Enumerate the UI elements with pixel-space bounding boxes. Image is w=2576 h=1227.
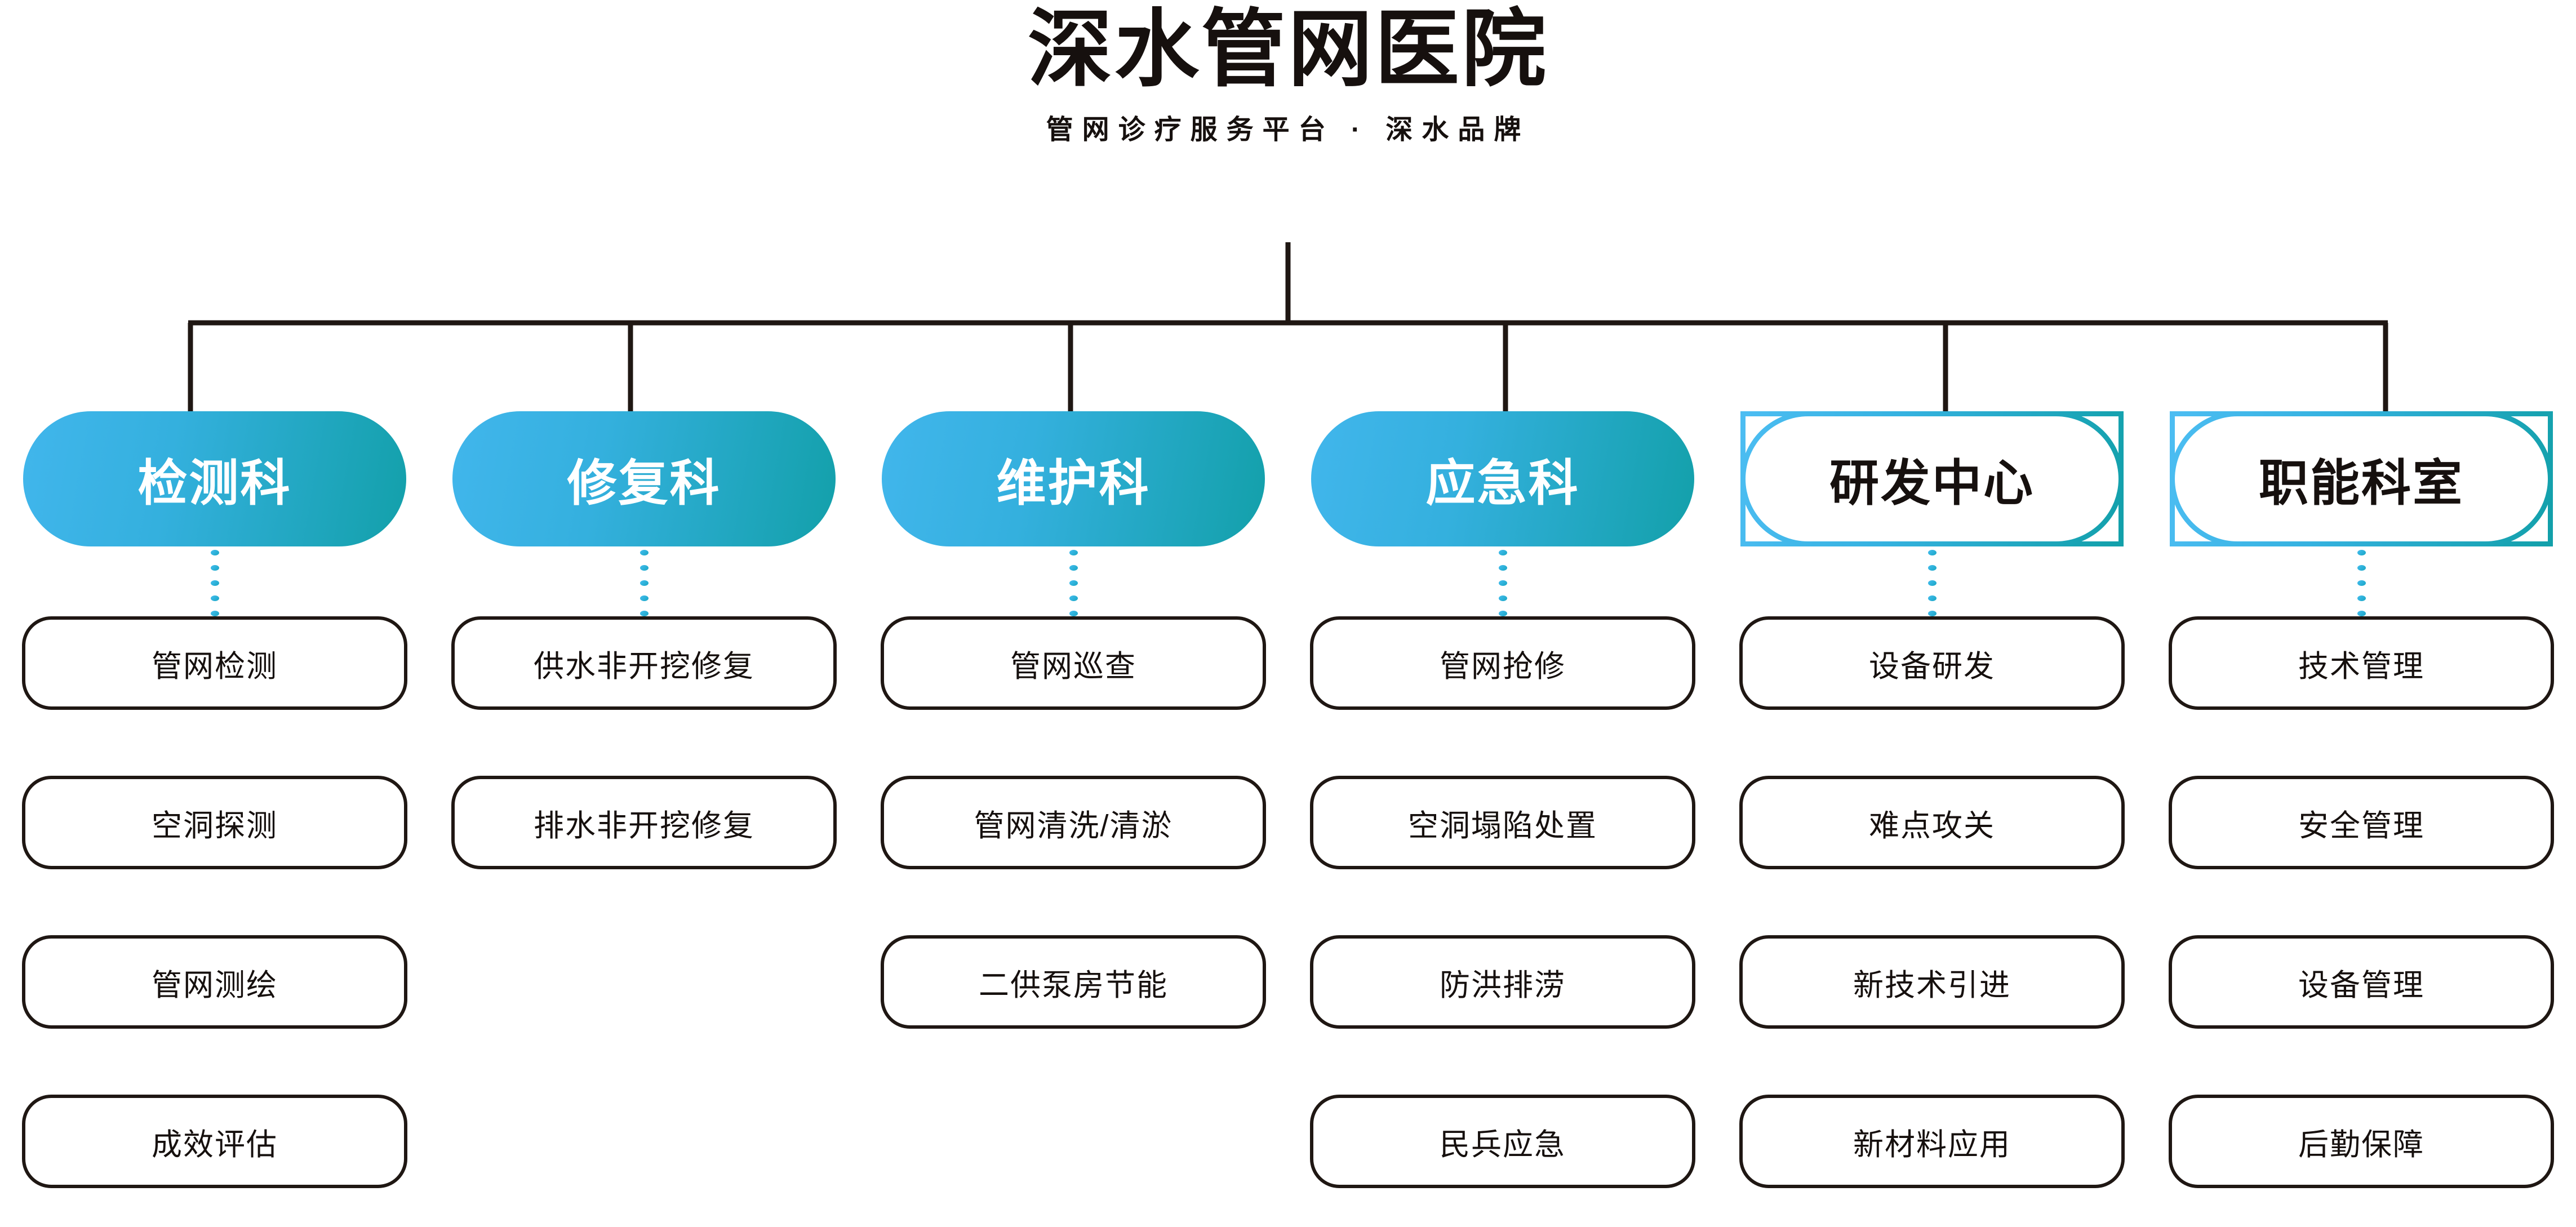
service-item[interactable]: 民兵应急 (1310, 1095, 1695, 1188)
department-column: 应急科管网抢修空洞塌陷处置防洪排涝民兵应急 (1288, 411, 1717, 1188)
connector-dot-icon (210, 595, 219, 601)
service-list: 设备研发难点攻关新技术引进新材料应用 (1739, 616, 2125, 1188)
department-pill[interactable]: 检测科 (23, 411, 406, 546)
department-pill[interactable]: 维护科 (882, 411, 1265, 546)
connector-dot-icon (2357, 565, 2366, 571)
connector-dot-icon (639, 550, 649, 555)
department-column: 修复科供水非开挖修复排水非开挖修复 (429, 411, 859, 1188)
service-item[interactable]: 排水非开挖修复 (451, 776, 837, 869)
service-item[interactable]: 管网清洗/清淤 (881, 776, 1266, 869)
service-item[interactable]: 技术管理 (2169, 616, 2554, 710)
service-item[interactable]: 管网抢修 (1310, 616, 1695, 710)
department-label: 维护科 (996, 455, 1151, 511)
connector-dot-icon (1069, 550, 1078, 555)
service-item[interactable]: 新材料应用 (1739, 1095, 2125, 1188)
service-item[interactable]: 设备管理 (2169, 935, 2554, 1029)
connector-dot-icon (1498, 565, 1507, 571)
service-item[interactable]: 二供泵房节能 (881, 935, 1266, 1029)
service-item[interactable]: 空洞探测 (22, 776, 407, 869)
connector-dot-icon (639, 611, 649, 616)
service-item[interactable]: 安全管理 (2169, 776, 2554, 869)
connector-dot-icon (1927, 611, 1937, 616)
page-title: 深水管网医院 (1027, 2, 1548, 96)
connector-dot-icon (1498, 611, 1507, 616)
service-item[interactable]: 防洪排涝 (1310, 935, 1695, 1029)
department-column: 职能科室技术管理安全管理设备管理后勤保障 (2147, 411, 2576, 1188)
department-pill[interactable]: 修复科 (452, 411, 836, 546)
connector-dot-icon (210, 565, 219, 571)
service-item[interactable]: 难点攻关 (1739, 776, 2125, 869)
dotted-connector (210, 546, 219, 616)
service-item[interactable]: 管网巡查 (881, 616, 1266, 710)
dotted-connector (639, 546, 649, 616)
dotted-connector (1927, 546, 1937, 616)
connector-dot-icon (210, 550, 219, 555)
service-item[interactable]: 供水非开挖修复 (451, 616, 837, 710)
connector-dot-icon (1498, 550, 1507, 555)
department-column: 维护科管网巡查管网清洗/清淤二供泵房节能 (859, 411, 1288, 1188)
connector-dot-icon (1927, 595, 1937, 601)
connector-dot-icon (210, 611, 219, 616)
department-label: 职能科室 (2258, 455, 2464, 511)
department-label: 检测科 (137, 455, 292, 511)
connector-dot-icon (1927, 580, 1937, 586)
connector-dot-icon (1069, 611, 1078, 616)
service-item[interactable]: 管网测绘 (22, 935, 407, 1029)
connector-dot-icon (1498, 595, 1507, 601)
service-list: 管网检测空洞探测管网测绘成效评估 (22, 616, 407, 1188)
page-subtitle: 管网诊疗服务平台 · 深水品牌 (1046, 115, 1530, 145)
connector-dot-icon (210, 580, 219, 586)
department-label: 研发中心 (1829, 455, 2035, 511)
department-pill[interactable]: 研发中心 (1740, 411, 2124, 546)
connector-dot-icon (1927, 565, 1937, 571)
service-item[interactable]: 管网检测 (22, 616, 407, 710)
dotted-connector (1498, 546, 1507, 616)
department-pill[interactable]: 应急科 (1311, 411, 1694, 546)
department-pill[interactable]: 职能科室 (2170, 411, 2553, 546)
department-label: 应急科 (1425, 455, 1580, 511)
department-label: 修复科 (567, 455, 721, 511)
page-header: 深水管网医院 管网诊疗服务平台 · 深水品牌 (0, 0, 2576, 146)
service-list: 管网抢修空洞塌陷处置防洪排涝民兵应急 (1310, 616, 1695, 1188)
service-list: 技术管理安全管理设备管理后勤保障 (2169, 616, 2554, 1188)
dotted-connector (2357, 546, 2366, 616)
department-columns: 检测科管网检测空洞探测管网测绘成效评估修复科供水非开挖修复排水非开挖修复维护科管… (0, 411, 2576, 1188)
connector-dot-icon (639, 580, 649, 586)
connector-dot-icon (639, 565, 649, 571)
connector-dot-icon (2357, 550, 2366, 555)
service-item[interactable]: 设备研发 (1739, 616, 2125, 710)
connector-dot-icon (1069, 595, 1078, 601)
connector-dot-icon (1927, 550, 1937, 555)
connector-dot-icon (2357, 611, 2366, 616)
connector-dot-icon (2357, 595, 2366, 601)
service-item[interactable]: 新技术引进 (1739, 935, 2125, 1029)
connector-dot-icon (639, 595, 649, 601)
connector-dot-icon (1069, 580, 1078, 586)
service-item[interactable]: 成效评估 (22, 1095, 407, 1188)
dotted-connector (1069, 546, 1078, 616)
connector-dot-icon (1069, 565, 1078, 571)
department-column: 研发中心设备研发难点攻关新技术引进新材料应用 (1717, 411, 2147, 1188)
department-column: 检测科管网检测空洞探测管网测绘成效评估 (0, 411, 429, 1188)
service-item[interactable]: 空洞塌陷处置 (1310, 776, 1695, 869)
service-item[interactable]: 后勤保障 (2169, 1095, 2554, 1188)
service-list: 供水非开挖修复排水非开挖修复 (451, 616, 837, 869)
connector-dot-icon (2357, 580, 2366, 586)
service-list: 管网巡查管网清洗/清淤二供泵房节能 (881, 616, 1266, 1029)
connector-dot-icon (1498, 580, 1507, 586)
